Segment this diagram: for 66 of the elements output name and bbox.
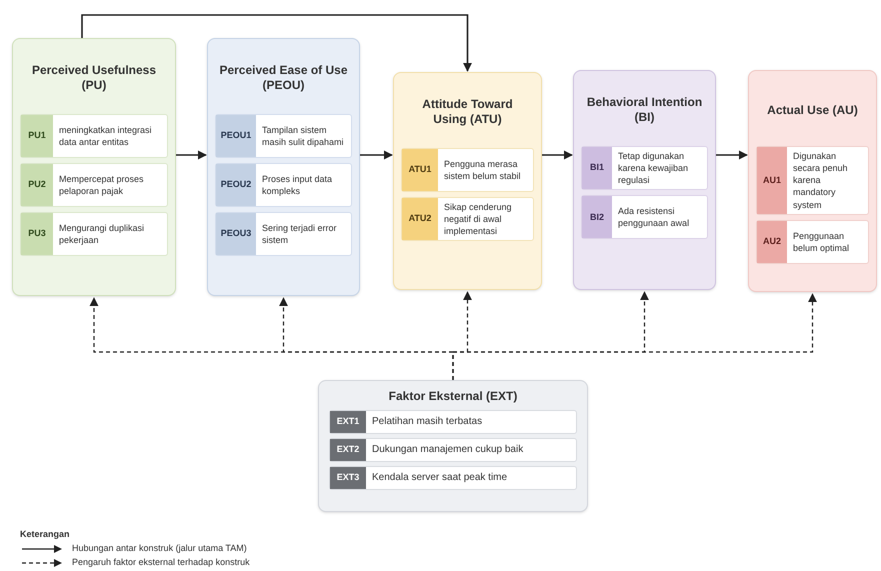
indicator-box (756, 220, 869, 264)
indicator-code: BI1 (582, 147, 612, 190)
construct-panel (12, 38, 176, 296)
indicator-text: Tampilan sistem masih sulit dipahami (261, 124, 345, 149)
indicator-text: Sering terjadi error sistem (261, 222, 338, 247)
indicator-box (401, 197, 534, 242)
indicator-box (215, 163, 352, 207)
indicator-code: PEOU3 (216, 213, 256, 255)
indicator-text: Penggunaan belum optimal (792, 230, 850, 255)
indicator-box (20, 212, 168, 256)
legend-text: Pengaruh faktor eksternal terhadap konstruk (72, 556, 250, 569)
indicator-box (215, 212, 352, 256)
construct-panel (393, 72, 542, 290)
indicator-text: Mengurangi duplikasi pekerjaan (58, 222, 146, 247)
construct-heading: Faktor Eksternal (EXT) (388, 389, 518, 404)
indicator-code: AU2 (757, 220, 787, 263)
arrow (542, 150, 573, 160)
indicator-code: EXT2 (330, 439, 366, 461)
indicator-text: Digunakan secara penuh karena mandatory system (792, 150, 849, 212)
arrow (716, 150, 748, 160)
indicator-code: BI2 (582, 196, 612, 238)
indicator-text: Pelatihan masih terbatas (371, 415, 484, 430)
indicator-text: Sikap cenderung negatif di awal implementasi (443, 201, 513, 238)
construct-panel (748, 70, 877, 292)
legend-text: Hubungan antar konstruk (jalur utama TAM) (72, 542, 247, 555)
indicator-text: Tetap digunakan karena kewajiban regulasi (617, 150, 690, 188)
indicator-box (401, 148, 534, 192)
indicator-box (329, 438, 577, 462)
construct-panel (207, 38, 360, 296)
indicator-text: Proses input data kompleks (261, 172, 334, 198)
indicator-code: PU2 (21, 164, 53, 206)
indicator-code: ATU2 (402, 198, 438, 240)
arrow (81, 14, 472, 72)
indicator-text: Mempercepat proses pelaporan pajak (58, 172, 145, 198)
construct-heading: Attitude Toward Using (ATU) (421, 96, 514, 128)
construct-heading: Behavioral Intention (BI) (586, 94, 704, 126)
indicator-text: Ada resistensi penggunaan awal (617, 205, 690, 230)
indicator-box (215, 114, 352, 158)
indicator-code: EXT1 (330, 411, 366, 433)
indicator-code: PEOU1 (216, 115, 256, 157)
arrow (176, 150, 207, 160)
indicator-text: Pengguna merasa sistem belum stabil (443, 158, 522, 183)
construct-heading: Actual Use (AU) (766, 102, 859, 118)
construct-heading: Perceived Usefulness (PU) (30, 62, 158, 94)
indicator-code: AU1 (757, 147, 787, 214)
indicator-box (329, 410, 577, 434)
indicator-box (581, 195, 708, 240)
legend-heading: Keterangan (20, 528, 70, 541)
construct-panel (318, 380, 588, 512)
construct-panel (573, 70, 716, 290)
indicator-code: ATU1 (402, 149, 438, 191)
indicator-box (20, 163, 168, 207)
indicator-text: meningkatkan integrasi data antar entitas (58, 124, 153, 149)
indicator-code: EXT3 (330, 467, 366, 489)
indicator-box (756, 146, 869, 215)
indicator-text: Kendala server saat peak time (371, 471, 508, 486)
indicator-code: PU3 (21, 213, 53, 255)
dashed-arrow (452, 293, 817, 380)
indicator-code: PU1 (21, 115, 53, 157)
indicator-box (581, 146, 708, 190)
arrow (360, 150, 393, 160)
indicator-box (20, 114, 168, 158)
indicator-text: Dukungan manajemen cukup baik (371, 443, 524, 458)
indicator-box (329, 466, 577, 490)
indicator-code: PEOU2 (216, 164, 256, 206)
construct-heading: Perceived Ease of Use (PEOU) (218, 62, 349, 94)
